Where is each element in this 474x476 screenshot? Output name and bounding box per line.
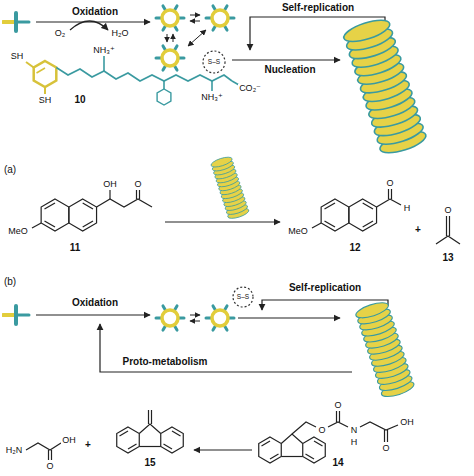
proto-metabolism-arrow bbox=[100, 324, 352, 372]
fiber-catalyst bbox=[210, 155, 250, 220]
compound-number: 12 bbox=[348, 243, 361, 253]
fiber-stack bbox=[354, 300, 415, 400]
equilibrium-arrow bbox=[167, 34, 168, 42]
equilibrium-arrow bbox=[188, 30, 206, 46]
step-label: + bbox=[414, 225, 422, 235]
atom-label: O bbox=[333, 401, 342, 410]
compound-number: 13 bbox=[441, 253, 454, 263]
top-scheme bbox=[3, 6, 428, 157]
reaction-arrow bbox=[165, 221, 280, 222]
step-label: Self-replication bbox=[281, 3, 355, 13]
macrocycle bbox=[156, 46, 184, 70]
naphthalene bbox=[321, 199, 349, 231]
bond bbox=[26, 443, 61, 450]
macrocycle bbox=[156, 306, 184, 330]
atom-label: NH₃⁺ bbox=[200, 93, 223, 102]
atom-label: MeO bbox=[7, 227, 29, 236]
atom-label: O bbox=[443, 206, 452, 215]
benzene-ring bbox=[303, 437, 326, 463]
benzene-ring bbox=[34, 61, 57, 87]
equilibrium-arrow bbox=[190, 15, 200, 16]
benzene-ring bbox=[259, 437, 282, 463]
naphthalene bbox=[349, 199, 377, 231]
compound-number: 15 bbox=[143, 458, 156, 468]
step-label: Nucleation bbox=[263, 65, 316, 75]
atom-label: O bbox=[385, 179, 394, 188]
step-label: Oxidation bbox=[71, 7, 119, 17]
template-circle bbox=[203, 51, 225, 73]
compound-number: 10 bbox=[73, 95, 86, 105]
atom-label: O bbox=[317, 426, 326, 435]
atom-label: H₂O bbox=[111, 29, 130, 38]
phenyl-ring bbox=[157, 89, 171, 105]
scheme-b bbox=[3, 287, 416, 463]
step-label: Oxidation bbox=[71, 298, 119, 308]
reaction-arrow bbox=[194, 449, 252, 450]
step-label: Proto-metabolism bbox=[121, 357, 208, 367]
benzene-ring bbox=[161, 427, 184, 453]
atom-label: H bbox=[350, 438, 359, 447]
bond-label: S–S bbox=[207, 59, 221, 66]
atom-label: SH bbox=[38, 96, 53, 105]
side-chain bbox=[103, 56, 105, 71]
nucleation-arrow bbox=[232, 59, 340, 60]
compound-number: 14 bbox=[331, 458, 344, 468]
atom-label: O bbox=[133, 180, 142, 189]
reaction-arrow bbox=[36, 314, 150, 315]
atom-label: OH bbox=[102, 180, 118, 189]
atom-label: H bbox=[403, 204, 412, 213]
step-label: + bbox=[84, 440, 92, 450]
atom-label: MeO bbox=[287, 227, 309, 236]
naphthalene bbox=[69, 199, 97, 231]
bond bbox=[436, 236, 460, 244]
atom-label: OH bbox=[399, 418, 415, 427]
atom-label: O bbox=[45, 462, 54, 471]
atom-label: O₂ bbox=[54, 29, 67, 38]
bond-label: S–S bbox=[236, 294, 250, 301]
scheme-a bbox=[32, 155, 460, 244]
atom-label: O bbox=[381, 444, 390, 453]
side-chain bbox=[211, 81, 213, 91]
macrocycle bbox=[156, 6, 184, 30]
benzene-ring bbox=[117, 427, 140, 453]
side-chain bbox=[163, 81, 165, 89]
equilibrium-arrow bbox=[190, 321, 200, 322]
equilibrium-arrow bbox=[190, 315, 200, 316]
curved-arrow bbox=[70, 21, 108, 30]
atom-label: N bbox=[350, 426, 359, 435]
peptide-chain bbox=[56, 68, 232, 82]
bond bbox=[44, 87, 46, 94]
reaction-arrow bbox=[238, 317, 340, 318]
equilibrium-arrow bbox=[173, 34, 174, 42]
compound-number: 11 bbox=[69, 243, 82, 253]
template-circle bbox=[233, 287, 253, 307]
atom-label: NH₃⁺ bbox=[92, 46, 115, 55]
bond bbox=[26, 62, 34, 68]
atom-label: OH bbox=[61, 436, 77, 445]
atom-label: CO₂⁻ bbox=[238, 84, 262, 93]
macrocycle bbox=[206, 6, 234, 30]
panel-letter: (b) bbox=[3, 277, 17, 287]
macrocycle bbox=[206, 306, 234, 330]
atom-label: H₂N bbox=[5, 446, 24, 455]
panel-letter: (a) bbox=[3, 165, 17, 175]
naphthalene bbox=[41, 199, 69, 231]
atom-label: SH bbox=[10, 52, 25, 61]
building-block bbox=[3, 306, 29, 324]
fiber-stack bbox=[341, 16, 428, 157]
equilibrium-arrow bbox=[190, 21, 200, 22]
step-label: Self-replication bbox=[288, 283, 362, 293]
building-block bbox=[3, 13, 29, 31]
bond bbox=[97, 199, 152, 207]
